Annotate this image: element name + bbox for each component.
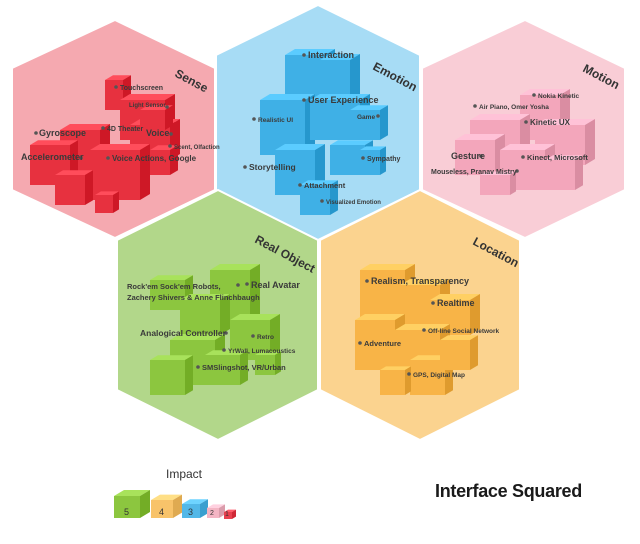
- legend-cube-4: [151, 494, 182, 518]
- legend-title: Impact: [166, 467, 203, 481]
- label-retro: Retro: [257, 334, 274, 341]
- label-analogical-controller: Analogical Controller: [140, 328, 227, 338]
- label-game: Game: [357, 114, 375, 121]
- label-realtime: Realtime: [437, 298, 475, 308]
- label-mouseless: Mouseless, Pranav Mistry: [431, 169, 517, 176]
- label-real-avatar: Real Avatar: [251, 280, 300, 290]
- cube-emotion-4: [350, 105, 388, 140]
- labels-location: Realism, Transparency Realtime Off-line …: [358, 276, 500, 379]
- label-smslingshot: SMSlingshot, VR/Urban: [202, 363, 286, 372]
- label-4d-theater: 4D Theater: [107, 126, 143, 133]
- label-gyroscope: Gyroscope: [39, 128, 86, 138]
- label-kinetic-ux: Kinetic UX: [530, 118, 571, 127]
- label-zachery: Zachery Shivers & Anne Flinchbaugh: [127, 293, 260, 302]
- cube-motion-6: [480, 171, 516, 195]
- cube-sense-7: [55, 170, 93, 205]
- cube-location-0: [360, 264, 415, 320]
- legend-label-1: 1: [225, 511, 229, 518]
- label-nokia-kinetic: Nokia Kinetic: [538, 93, 580, 100]
- impact-blocks: [30, 49, 595, 395]
- cube-motion-5: [545, 155, 583, 190]
- label-realism: Realism, Transparency: [371, 276, 469, 286]
- label-attachment: Attachment: [304, 181, 346, 190]
- cube-location-7: [380, 366, 411, 395]
- cube-emotion-7: [300, 180, 338, 215]
- page-title: Interface Squared: [435, 481, 582, 501]
- label-rockem: Rock'em Sock'em Robots,: [127, 282, 221, 291]
- labels-sense: Touchscreen Light Sensor 4D Theater Voic…: [21, 85, 220, 163]
- cube-sense-8: [95, 191, 119, 213]
- cube-location-2: [430, 294, 480, 335]
- label-user-experience: User Experience: [308, 95, 379, 105]
- cube-real_object-3: [230, 314, 280, 360]
- labels-real-object: Rock'em Sock'em Robots, Zachery Shivers …: [127, 280, 300, 372]
- legend-label-3: 3: [188, 507, 193, 517]
- label-voice: Voice: [146, 128, 169, 138]
- legend-label-4: 4: [159, 507, 164, 517]
- legend-cube-2: [207, 504, 225, 518]
- label-touchscreen: Touchscreen: [120, 85, 163, 92]
- label-adventure: Adventure: [364, 339, 401, 348]
- label-offline-social: Off-line Social Network: [428, 328, 500, 335]
- cube-emotion-8: [360, 146, 386, 175]
- labels-emotion: Interaction User Experience Game Realist…: [243, 50, 401, 206]
- cube-real_object-2: [180, 294, 230, 335]
- labels-motion: Nokia Kinetic Air Piano, Omer Yosha Kine…: [431, 93, 588, 176]
- label-interaction: Interaction: [308, 50, 354, 60]
- label-gps: GPS, Digital Map: [413, 372, 465, 379]
- label-sympathy: Sympathy: [367, 156, 401, 163]
- cube-location-6: [440, 335, 478, 370]
- label-gesture: Gesture: [451, 151, 485, 161]
- cube-sense-9: [140, 105, 173, 130]
- cube-sense-5: [90, 144, 150, 200]
- cube-real_object-7: [255, 351, 281, 375]
- label-voice-actions: Voice Actions, Google: [112, 154, 197, 163]
- legend-cube-1: [224, 509, 236, 519]
- legend-cube-5: [114, 490, 150, 518]
- label-yrwall: YrWall, Lumacoustics: [228, 348, 296, 355]
- legend-label-5: 5: [124, 507, 129, 517]
- legend-label-2: 2: [210, 510, 214, 517]
- cube-real_object-5: [150, 355, 193, 395]
- label-scent: Scent, Olfaction: [174, 145, 220, 151]
- label-storytelling: Storytelling: [249, 162, 296, 172]
- label-visualized-emotion: Visualized Emotion: [326, 200, 381, 206]
- label-realistic-ui: Realistic UI: [258, 117, 293, 124]
- label-light-sensor: Light Sensor: [129, 103, 166, 109]
- label-kinect: Kinect, Microsoft: [527, 153, 588, 162]
- label-accelerometer: Accelerometer: [21, 152, 84, 162]
- impact-legend: 5 4 3 2 1: [114, 490, 236, 519]
- legend-cube-3: [182, 499, 208, 518]
- cube-real_object-6: [205, 350, 248, 385]
- label-air-piano: Air Piano, Omer Yosha: [479, 104, 549, 111]
